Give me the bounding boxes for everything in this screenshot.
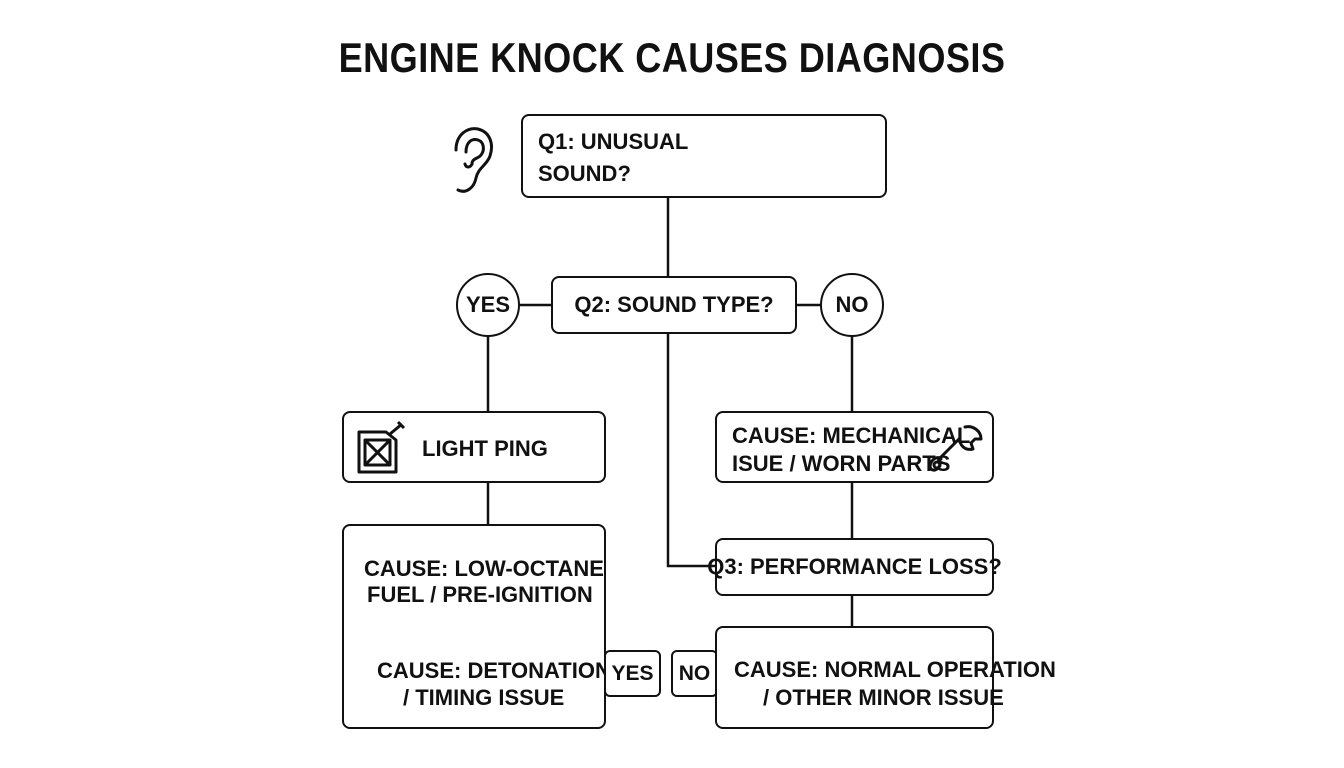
q1-line1: Q1: UNUSUAL [538,129,689,154]
q1-unusual-sound-node: Q1: UNUSUAL SOUND? [521,114,887,198]
light-ping-node: LIGHT PING [342,411,606,483]
q3-performance-loss-node: Q3: PERFORMANCE LOSS? [707,538,1002,596]
wrench-icon [929,425,983,472]
no-circle-top: NO [820,273,884,337]
mechanical-line2: ISUE / WORN PARTS [732,451,951,476]
normal-line2: / OTHER MINOR ISSUE [763,685,1004,710]
light-ping-label: LIGHT PING [422,436,548,461]
mechanical-line1: CAUSE: MECHANICAL [732,423,971,448]
line-q2-q3 [666,333,717,568]
normal-line1: CAUSE: NORMAL OPERATION [734,657,1056,682]
detonation-line1: CAUSE: DETONATION [377,658,611,683]
yes-circle-top: YES [456,273,520,337]
fuel-can-icon [357,420,406,474]
low-octane-line1: CAUSE: LOW-OCTANE [364,556,604,581]
diagram-title: ENGINE KNOCK CAUSES DIAGNOSIS [338,34,1006,81]
q2-sound-type-node: Q2: SOUND TYPE? [551,276,797,334]
q1-line2: SOUND? [538,161,631,186]
yes-label-bottom: YES [604,650,661,697]
low-octane-cause-node: CAUSE: LOW-OCTANE FUEL / PRE-IGNITION CA… [342,524,611,729]
ear-icon [454,127,493,193]
low-octane-line2: FUEL / PRE-IGNITION [367,582,593,607]
detonation-line2: / TIMING ISSUE [403,685,565,710]
mechanical-cause-node: CAUSE: MECHANICAL ISUE / WORN PARTS [715,411,994,483]
normal-operation-node: CAUSE: NORMAL OPERATION / OTHER MINOR IS… [715,626,1056,729]
no-label-bottom: NO [671,650,718,697]
